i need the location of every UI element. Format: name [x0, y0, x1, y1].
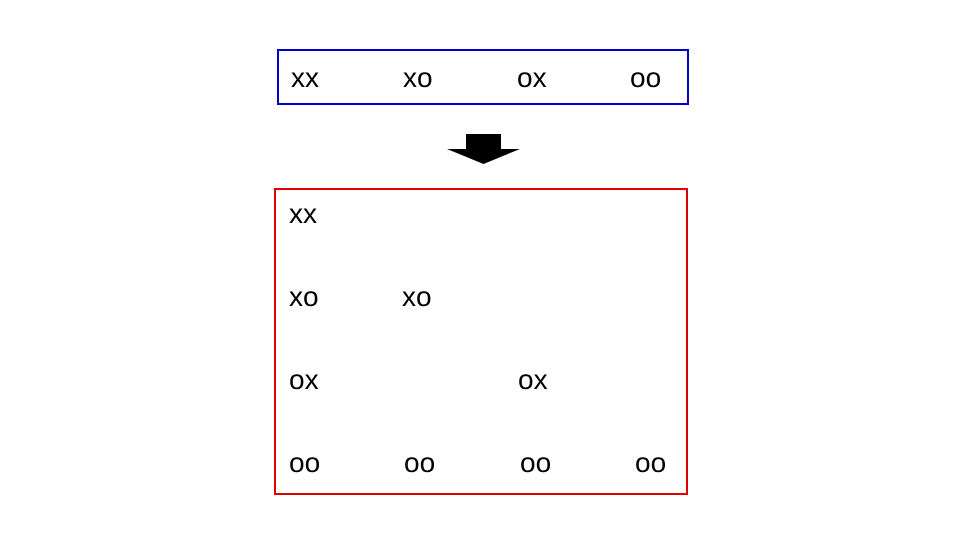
grid-row3-item1: ox: [289, 364, 319, 395]
grid-row2-item1: xo: [289, 281, 319, 312]
grid-row4-item3: oo: [520, 447, 552, 478]
grid-row4-item4: oo: [635, 447, 667, 478]
grid-row2-item2: xo: [402, 281, 432, 312]
grid-row4-item2: oo: [404, 447, 436, 478]
down-arrow-icon: [447, 134, 520, 164]
top-item-1: xx: [291, 62, 319, 93]
output-grid-box: [274, 188, 688, 495]
top-item-3: ox: [517, 62, 547, 93]
top-item-4: oo: [630, 62, 662, 93]
grid-row3-item2: ox: [518, 364, 548, 395]
grid-row1-item1: xx: [289, 198, 317, 229]
top-item-2: xo: [403, 62, 433, 93]
grid-row4-item1: oo: [289, 447, 321, 478]
input-sequence-box: [277, 49, 689, 105]
